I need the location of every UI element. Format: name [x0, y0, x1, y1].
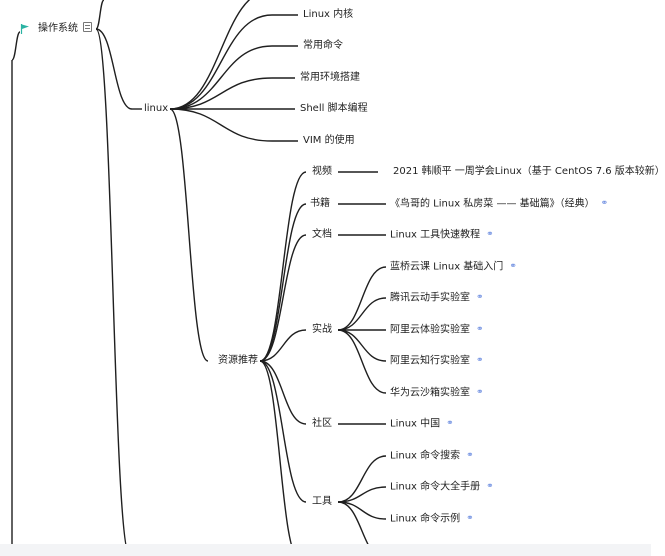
link-icon[interactable]: ⚭ [476, 324, 484, 335]
node-label: Shell 脚本编程 [300, 103, 368, 114]
leaf-video-course[interactable]: 2021 韩顺平 一周学会Linux（基于 CentOS 7.6 版本较新） [393, 165, 665, 179]
connector-resources-category-1 [259, 203, 307, 362]
link-icon[interactable]: ⚭ [446, 418, 454, 429]
link-icon[interactable]: ⚭ [476, 292, 484, 303]
leaf-lanqiao[interactable]: 蓝桥云课 Linux 基础入门 ⚭ [390, 260, 517, 275]
node-label: 工具 [312, 496, 332, 507]
connector-resources-category-5 [259, 360, 307, 503]
node-resources[interactable]: 资源推荐 [218, 354, 258, 368]
link-icon[interactable]: ⚭ [486, 229, 494, 240]
connector-practice-leaf-0 [337, 266, 387, 331]
flag-icon [20, 24, 29, 34]
connector-linux-up [169, 0, 251, 110]
node-label: 书籍 [310, 198, 330, 209]
connector-tools-leaf-1 [337, 486, 387, 503]
leaf-tencent-lab[interactable]: 腾讯云动手实验室 ⚭ [390, 291, 484, 306]
leaf-linux-cmd-search[interactable]: Linux 命令搜索 ⚭ [390, 449, 474, 464]
leaf-label: 腾讯云动手实验室 [390, 292, 470, 304]
leaf-label: Linux 命令搜索 [390, 450, 461, 462]
node-label: 视频 [312, 166, 332, 177]
leaf-linux-cmd-manual[interactable]: Linux 命令大全手册 ⚭ [390, 480, 494, 495]
connector-linux-child-2 [169, 77, 273, 110]
node-label: 资源推荐 [218, 355, 258, 366]
connector-resources-category-0 [259, 171, 307, 362]
node-label: 社区 [312, 418, 332, 429]
branch-linux-label: linux [144, 103, 169, 114]
note-icon[interactable] [83, 22, 92, 32]
category-practice[interactable]: 实战 [312, 323, 332, 337]
leaf-label: 阿里云体验实验室 [390, 324, 470, 336]
connector-linux-resources [169, 108, 209, 362]
node-shell-scripting[interactable]: Shell 脚本编程 [300, 102, 368, 116]
leaf-huawei-sandbox[interactable]: 华为云沙箱实验室 ⚭ [390, 386, 484, 401]
leaf-linux-cmd-examples[interactable]: Linux 命令示例 ⚭ [390, 512, 474, 527]
leaf-docs-linux-tools[interactable]: Linux 工具快速教程 ⚭ [390, 228, 494, 243]
connector-tools-down [337, 501, 378, 556]
leaf-aliyun-zhixing-lab[interactable]: 阿里云知行实验室 ⚭ [390, 354, 484, 369]
link-icon[interactable]: ⚭ [476, 355, 484, 366]
category-tools[interactable]: 工具 [312, 495, 332, 509]
node-label: 实战 [312, 324, 332, 335]
leaf-label: Linux 命令示例 [390, 513, 461, 525]
leaf-label: 阿里云知行实验室 [390, 355, 470, 367]
connector-tools-leaf-0 [337, 455, 387, 503]
branch-linux[interactable]: linux [144, 102, 168, 116]
connector-root-up [95, 0, 105, 30]
connector-resources-down [259, 360, 297, 556]
connector-resources-category-4 [259, 360, 307, 425]
leaf-label: 2021 韩顺平 一周学会Linux（基于 CentOS 7.6 版本较新） [393, 166, 665, 177]
bottom-scroll-bar[interactable] [0, 544, 651, 556]
leaf-label: 华为云沙箱实验室 [390, 387, 470, 399]
connector-root-spine-top [11, 31, 21, 61]
connector-resources-category-3 [259, 329, 307, 362]
link-icon[interactable]: ⚭ [466, 450, 474, 461]
link-icon[interactable]: ⚭ [600, 198, 609, 209]
root-label: 操作系统 [38, 23, 78, 34]
connector-linux-child-4 [169, 108, 273, 142]
leaf-label: 《鸟哥的 Linux 私房菜 —— 基础篇》（经典） [390, 198, 595, 210]
connector-tools-leaf-2 [337, 501, 387, 520]
root-node[interactable]: 操作系统 [38, 22, 92, 36]
connector-resources-category-2 [259, 234, 307, 362]
link-icon[interactable]: ⚭ [466, 513, 474, 524]
node-label: 文档 [312, 229, 332, 240]
category-docs[interactable]: 文档 [312, 228, 332, 242]
link-icon[interactable]: ⚭ [486, 481, 494, 492]
leaf-label: Linux 中国 [390, 418, 441, 430]
connector-linux-child-1 [169, 45, 273, 110]
node-label: 常用环境搭建 [300, 72, 360, 83]
category-video[interactable]: 视频 [312, 165, 332, 179]
leaf-linux-china[interactable]: Linux 中国 ⚭ [390, 417, 454, 432]
node-common-commands[interactable]: 常用命令 [303, 39, 343, 53]
connector-root-down [95, 28, 131, 556]
leaf-book-niaoge[interactable]: 《鸟哥的 Linux 私房菜 —— 基础篇》（经典） ⚭ [390, 197, 608, 212]
node-env-setup[interactable]: 常用环境搭建 [300, 71, 360, 85]
connector-practice-leaf-3 [337, 329, 387, 362]
node-vim[interactable]: VIM 的使用 [303, 134, 355, 148]
connector-linux-child-0 [169, 14, 273, 110]
node-linux-kernel[interactable]: Linux 内核 [303, 8, 353, 22]
connector-practice-leaf-1 [337, 297, 387, 331]
node-label: Linux 内核 [303, 9, 354, 20]
link-icon[interactable]: ⚭ [509, 261, 517, 272]
connector-root-linux [95, 28, 133, 110]
leaf-label: Linux 命令大全手册 [390, 481, 481, 493]
category-book[interactable]: 书籍 [310, 197, 330, 211]
leaf-label: 蓝桥云课 Linux 基础入门 [390, 261, 504, 273]
leaf-label: Linux 工具快速教程 [390, 229, 481, 241]
category-community[interactable]: 社区 [312, 417, 332, 431]
connector-practice-leaf-4 [337, 329, 387, 394]
node-label: 常用命令 [303, 40, 343, 51]
node-label: VIM 的使用 [303, 135, 355, 146]
link-icon[interactable]: ⚭ [476, 387, 484, 398]
leaf-aliyun-experience-lab[interactable]: 阿里云体验实验室 ⚭ [390, 323, 484, 338]
